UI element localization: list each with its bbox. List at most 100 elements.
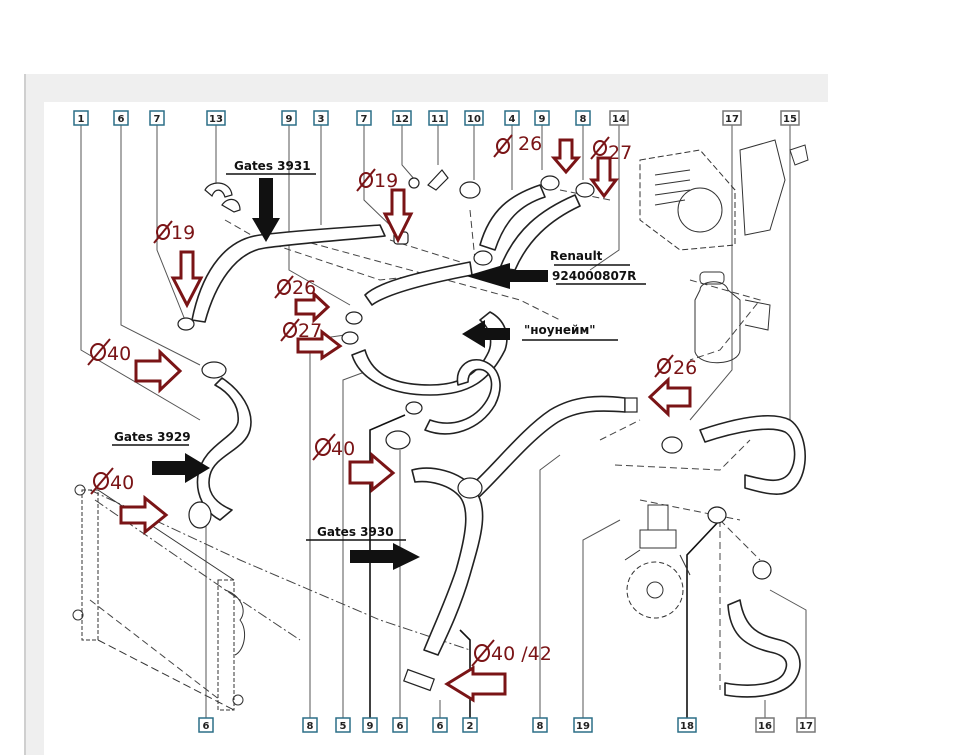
diameter-d26-top: 26 xyxy=(493,133,542,158)
svg-text:40: 40 xyxy=(110,472,134,494)
svg-text:9: 9 xyxy=(367,721,374,732)
callout-bottom: 8 xyxy=(302,717,318,733)
svg-text:10: 10 xyxy=(467,114,481,125)
expansion-tank xyxy=(694,271,771,364)
callout-top: 10 xyxy=(464,110,484,126)
callout-top: 7 xyxy=(356,110,372,126)
svg-text:40 /42: 40 /42 xyxy=(491,643,552,665)
arrow-renault xyxy=(466,263,548,289)
engine-sketch xyxy=(639,139,809,251)
callout-top: 8 xyxy=(575,110,591,126)
svg-text:15: 15 xyxy=(783,114,797,125)
water-pump xyxy=(624,504,691,619)
callout-top: 15 xyxy=(780,110,800,126)
arrow-gates-3930 xyxy=(350,543,420,570)
hose-6-end-top xyxy=(201,361,227,379)
radiator xyxy=(72,484,246,711)
svg-text:40: 40 xyxy=(331,438,355,460)
callout-bottom: 5 xyxy=(335,717,351,733)
fitting-17 xyxy=(752,560,772,580)
svg-text:8: 8 xyxy=(307,721,314,732)
arrow-d19-center xyxy=(382,188,414,244)
arrow-d27-left xyxy=(296,328,343,361)
hose-6-end-bottom xyxy=(188,501,212,529)
svg-text:19: 19 xyxy=(374,170,398,192)
callout-top: 1 xyxy=(73,110,89,126)
hose-small xyxy=(424,359,501,435)
arrow-d26-right xyxy=(647,376,692,418)
svg-text:19: 19 xyxy=(576,721,590,732)
callout-bottom: 9 xyxy=(362,717,378,733)
callout-bottom: 18 xyxy=(677,717,697,733)
svg-text:6: 6 xyxy=(203,721,210,732)
svg-text:7: 7 xyxy=(361,114,368,125)
svg-text:5: 5 xyxy=(340,721,347,732)
svg-text:9: 9 xyxy=(286,114,293,125)
hose-center xyxy=(364,261,473,306)
callout-top: 7 xyxy=(149,110,165,126)
callout-top: 17 xyxy=(722,110,742,126)
svg-text:6: 6 xyxy=(437,721,444,732)
svg-text:26: 26 xyxy=(673,357,697,379)
red-arrows xyxy=(119,138,692,703)
diameter-d27-top: 27 xyxy=(590,136,632,164)
bottom-callouts: 6 8 5 9 6 6 2 8 19 18 16 17 xyxy=(198,717,816,733)
svg-text:6: 6 xyxy=(397,721,404,732)
svg-text:26: 26 xyxy=(518,133,542,155)
callout-bottom: 8 xyxy=(532,717,548,733)
arrow-gates-3929 xyxy=(152,453,210,483)
svg-text:14: 14 xyxy=(612,114,626,125)
clamp-center-left xyxy=(385,430,411,450)
callout-top: 11 xyxy=(428,110,448,126)
label-renault: Renault xyxy=(550,249,603,263)
svg-text:17: 17 xyxy=(799,721,813,732)
hose-15 xyxy=(699,415,806,495)
hose-4b xyxy=(499,194,581,271)
diameter-d19-left: 19 xyxy=(153,220,195,244)
svg-text:2: 2 xyxy=(467,721,474,732)
callout-top: 6 xyxy=(113,110,129,126)
arrow-gates-3931 xyxy=(252,178,280,242)
callout-bottom: 19 xyxy=(573,717,593,733)
callout-bottom: 17 xyxy=(796,717,816,733)
svg-text:18: 18 xyxy=(680,721,694,732)
arrow-d40-center xyxy=(348,451,396,494)
svg-text:40: 40 xyxy=(107,343,131,365)
svg-text:27: 27 xyxy=(298,320,322,342)
hose-top-left xyxy=(191,224,386,323)
svg-text:6: 6 xyxy=(118,114,125,125)
callout-bottom: 2 xyxy=(462,717,478,733)
hose-6-gates-3929 xyxy=(196,377,252,521)
hoses xyxy=(188,184,806,698)
callout-bottom: 16 xyxy=(755,717,775,733)
svg-text:17: 17 xyxy=(725,114,739,125)
diameter-d40-lower: 40 xyxy=(90,467,134,495)
part-labels: Gates 3931 Renault 924000807R "ноунейм" … xyxy=(112,159,646,541)
arrow-d26-left xyxy=(294,290,331,324)
arrow-d40-upper xyxy=(134,348,183,394)
arrow-d40-42 xyxy=(444,665,507,703)
svg-text:19: 19 xyxy=(171,222,195,244)
svg-text:11: 11 xyxy=(431,114,445,125)
label-renault-part-number: 924000807R xyxy=(552,269,636,283)
svg-text:4: 4 xyxy=(509,114,516,125)
svg-text:26: 26 xyxy=(292,277,316,299)
clamp-2 xyxy=(403,668,435,692)
callout-top: 3 xyxy=(313,110,329,126)
callout-bottom: 6 xyxy=(198,717,214,733)
callout-top: 4 xyxy=(504,110,520,126)
diameter-d40-center: 40 xyxy=(312,433,355,461)
callout-top: 14 xyxy=(609,110,629,126)
label-noname: "ноунейм" xyxy=(524,323,596,337)
diameter-d26-right: 26 xyxy=(654,354,697,379)
svg-text:27: 27 xyxy=(608,142,632,164)
svg-text:8: 8 xyxy=(580,114,587,125)
callout-bottom: 6 xyxy=(392,717,408,733)
svg-text:3: 3 xyxy=(318,114,325,125)
black-arrows xyxy=(152,178,548,570)
arrow-d40-lower xyxy=(119,494,169,536)
svg-text:7: 7 xyxy=(154,114,161,125)
svg-text:16: 16 xyxy=(758,721,772,732)
callout-top: 9 xyxy=(281,110,297,126)
